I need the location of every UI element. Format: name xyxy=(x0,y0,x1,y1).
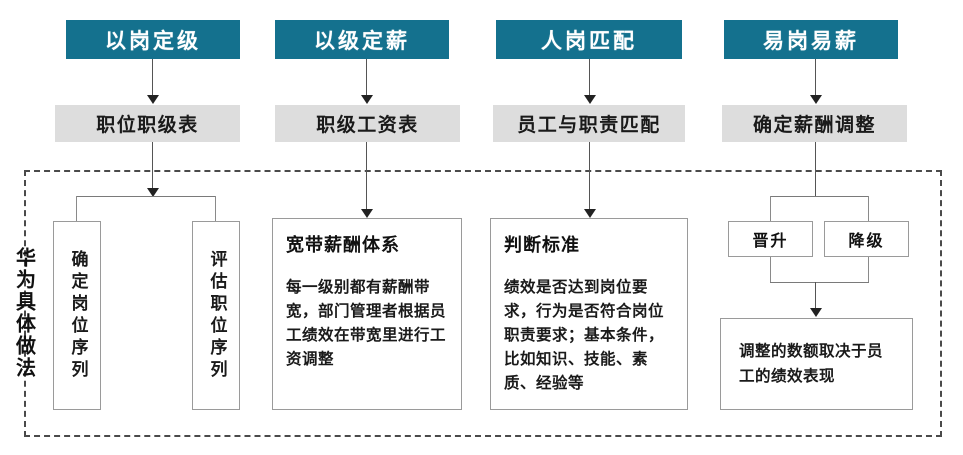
stage-label-col-4: 确定薪酬调整 xyxy=(752,114,876,136)
arrowhead-col-2-stage xyxy=(361,95,373,104)
connector-col-1-stage-to-split xyxy=(152,142,154,190)
connector-col-4-header-to-stage xyxy=(815,59,817,97)
arrowhead-col-2-panel xyxy=(361,209,373,218)
stage-box-col-1[interactable]: 职位职级表 xyxy=(55,105,240,142)
branch-box-col-4-0[interactable]: 晋升 xyxy=(728,221,813,257)
detail-panel-col-3[interactable]: 判断标准 绩效是否达到岗位要求，行为是否符合岗位职责要求；基本条件，比如知识、技… xyxy=(490,218,688,410)
branch-drop-left-col-4 xyxy=(770,196,772,222)
detail-panel-title-col-2: 宽带薪酬体系 xyxy=(286,235,400,256)
header-box-col-2[interactable]: 以级定薪 xyxy=(275,20,449,59)
branch-label-col-4-1: 降级 xyxy=(848,231,885,250)
connector-col-4-stage-to-branch xyxy=(815,142,817,197)
arrowhead-col-1-split xyxy=(147,188,159,197)
header-box-col-4[interactable]: 易岗易薪 xyxy=(724,20,898,59)
merge-riser-left-col-4 xyxy=(770,257,772,283)
header-label-col-1: 以岗定级 xyxy=(105,28,201,53)
branch-bar-col-4 xyxy=(770,196,869,198)
stage-label-col-2: 职级工资表 xyxy=(316,114,419,136)
vertical-item-box-col-1-0[interactable]: 确定岗位序列 xyxy=(53,221,101,410)
split-bar-col-1 xyxy=(76,196,216,198)
detail-panel-col-2[interactable]: 宽带薪酬体系 每一级别都有薪酬带宽，部门管理者根据员工绩效在带宽里进行工资调整 xyxy=(272,218,462,410)
arrowhead-col-4-result xyxy=(810,308,822,317)
arrowhead-col-3-panel xyxy=(584,209,596,218)
header-label-col-4: 易岗易薪 xyxy=(763,28,859,53)
detail-panel-title-col-3: 判断标准 xyxy=(504,235,580,256)
detail-panel-body-col-2: 每一级别都有薪酬带宽，部门管理者根据员工绩效在带宽里进行工资调整 xyxy=(286,278,447,369)
stage-box-col-3[interactable]: 员工与职责匹配 xyxy=(493,105,685,142)
stage-label-col-1: 职位职级表 xyxy=(96,114,199,136)
connector-col-3-header-to-stage xyxy=(589,59,591,97)
arrowhead-col-3-stage xyxy=(584,95,596,104)
split-drop-left-col-1 xyxy=(76,196,78,222)
result-box-col-4[interactable]: 调整的数额取决于员工的绩效表现 xyxy=(720,318,913,410)
stage-box-col-2[interactable]: 职级工资表 xyxy=(275,105,460,142)
branch-drop-right-col-4 xyxy=(868,196,870,222)
arrowhead-col-4-stage xyxy=(810,95,822,104)
vertical-item-label-col-1-1: 评估职位序列 xyxy=(206,249,227,382)
connector-col-3-stage-to-panel xyxy=(589,142,591,212)
detail-panel-body-col-3: 绩效是否达到岗位要求，行为是否符合岗位职责要求；基本条件，比如知识、技能、素质、… xyxy=(504,278,665,393)
connector-col-4-merge-to-result xyxy=(815,282,817,312)
vertical-item-box-col-1-1[interactable]: 评估职位序列 xyxy=(192,221,240,410)
connector-col-2-stage-to-panel xyxy=(366,142,368,212)
side-label-text: 华为具体做法 xyxy=(12,246,37,379)
branch-box-col-4-1[interactable]: 降级 xyxy=(824,221,909,257)
split-drop-right-col-1 xyxy=(215,196,217,222)
vertical-item-label-col-1-0: 确定岗位序列 xyxy=(67,249,88,382)
side-label-huawei-practice: 华为具体做法 xyxy=(4,220,44,405)
header-box-col-3[interactable]: 人岗匹配 xyxy=(496,20,682,59)
connector-col-1-header-to-stage xyxy=(152,59,154,97)
merge-riser-right-col-4 xyxy=(868,257,870,283)
merge-bar-col-4 xyxy=(770,282,869,284)
result-text-col-4: 调整的数额取决于员工的绩效表现 xyxy=(739,342,884,385)
header-box-col-1[interactable]: 以岗定级 xyxy=(66,20,240,59)
stage-box-col-4[interactable]: 确定薪酬调整 xyxy=(722,105,907,142)
arrowhead-col-1-stage xyxy=(147,95,159,104)
header-label-col-2: 以级定薪 xyxy=(314,28,410,53)
header-label-col-3: 人岗匹配 xyxy=(541,28,637,53)
branch-label-col-4-0: 晋升 xyxy=(752,231,789,250)
connector-col-2-header-to-stage xyxy=(366,59,368,97)
stage-label-col-3: 员工与职责匹配 xyxy=(517,114,661,136)
